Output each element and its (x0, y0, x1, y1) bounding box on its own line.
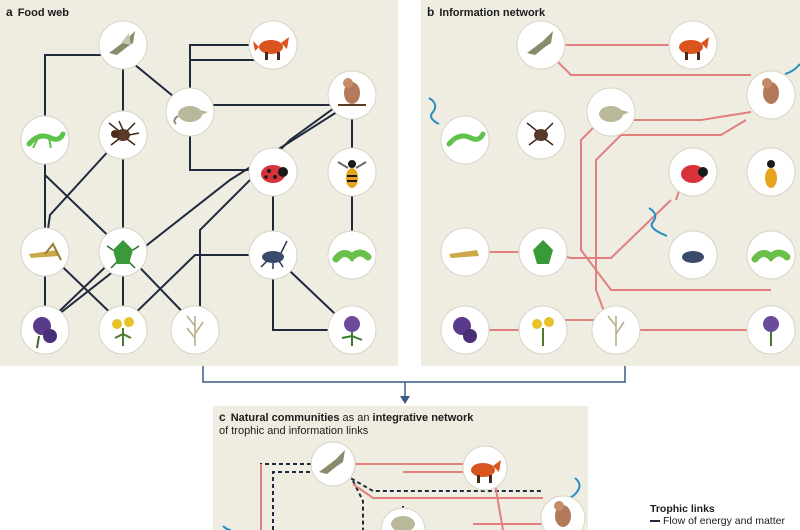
cue-arrow (564, 477, 581, 501)
bird-icon (98, 20, 148, 70)
legend-item: Flow of energy and matter (650, 515, 800, 527)
information-links (461, 44, 771, 331)
information-link (595, 119, 751, 331)
cue-arrow (648, 207, 668, 237)
trophic-links (44, 44, 353, 331)
organism-nodes (20, 20, 377, 355)
bird-icon (516, 20, 566, 70)
stinkbug-icon (98, 227, 148, 277)
trophic-link (44, 109, 341, 326)
songbird-icon (327, 70, 377, 120)
grasshopper-icon (20, 227, 70, 277)
purple-flower-icon (20, 305, 70, 355)
integrative-network-diagram (222, 441, 586, 530)
caterpillar-icon (327, 230, 377, 280)
aphid-icon (248, 230, 298, 280)
fox-icon (668, 20, 718, 70)
bird-icon (310, 441, 356, 487)
trophic-swatch (650, 520, 660, 522)
legend: Trophic links Flow of energy and matter (650, 503, 800, 527)
grass-icon (170, 305, 220, 355)
fox-icon (462, 445, 508, 491)
trophic-link (352, 480, 364, 530)
information-link (580, 111, 771, 291)
legend-title: Trophic links (650, 503, 715, 515)
spider-icon (98, 110, 148, 160)
trophic-link (44, 54, 123, 140)
purple-flower-icon (440, 305, 490, 355)
information-link (352, 483, 543, 499)
cue-arrow (428, 97, 440, 125)
trophic-link (272, 471, 323, 530)
caterpillar-icon (746, 230, 796, 280)
food-web-diagram (20, 20, 377, 355)
stinkbug-icon (518, 227, 568, 277)
clover-icon (327, 305, 377, 355)
shrew-icon (380, 507, 426, 530)
organism-nodes (310, 441, 586, 530)
wasp-icon (327, 147, 377, 197)
legend-item-label: Flow of energy and matter (663, 515, 785, 527)
cue-arrow (222, 525, 232, 530)
cue-arrow (784, 63, 800, 75)
wasp-icon (746, 147, 796, 197)
shrew-icon (165, 87, 215, 137)
shrew-icon (586, 87, 636, 137)
cue-arrows (428, 63, 800, 237)
information-network-diagram (428, 20, 800, 355)
trophic-link (122, 254, 273, 326)
information-link (550, 54, 751, 76)
trophic-link (272, 172, 352, 331)
ladybug-icon (248, 147, 298, 197)
fox-icon (248, 20, 298, 70)
trophic-link (199, 94, 353, 320)
grass-icon (591, 305, 641, 355)
lizard-icon (20, 115, 70, 165)
clover-icon (746, 305, 796, 355)
lizard-icon (440, 115, 490, 165)
songbird-icon (540, 495, 586, 530)
grasshopper-icon (440, 227, 490, 277)
ladybug-icon (668, 147, 718, 197)
yellow-flower-icon (98, 305, 148, 355)
aphid-icon (668, 230, 718, 280)
organism-nodes (440, 20, 796, 355)
songbird-icon (746, 70, 796, 120)
spider-icon (516, 110, 566, 160)
yellow-flower-icon (518, 305, 568, 355)
